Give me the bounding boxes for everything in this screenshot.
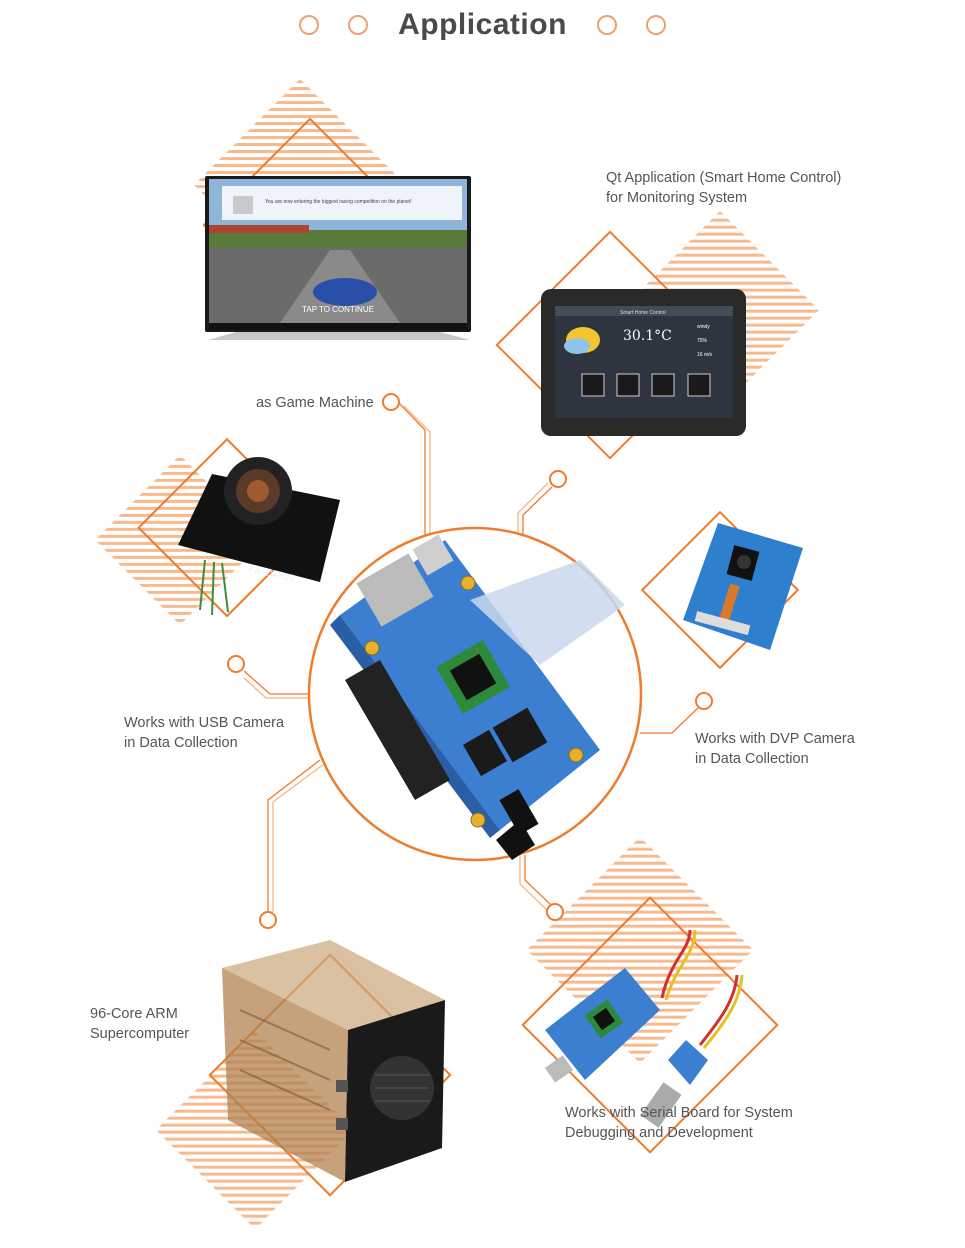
decor-circle-icon [597,15,618,35]
decor-circle-icon [645,15,666,35]
label-game-machine: as Game Machine [256,395,374,411]
connector-game [397,401,426,540]
home-device-icon [651,373,675,397]
page-title: Application [398,8,567,41]
decor-circle-icon [299,15,320,35]
tablet-wind: windy [697,324,710,330]
home-device-icon [687,373,711,397]
label-serial-board: Works with Serial Board for System Debug… [565,1105,793,1141]
dvp-camera-module [683,523,803,650]
tablet-temperature: 30.1°C [623,328,672,344]
tv-quote: You are now entering the biggest racing … [265,199,412,205]
node-dot-icon [549,470,567,488]
arm-supercomputer [222,940,445,1182]
node-dot-icon [259,911,277,929]
central-board [307,526,643,862]
home-device-icon [581,373,605,397]
tv-game-machine: You are now entering the biggest racing … [205,176,471,340]
diamond-frame-serial [521,896,779,1154]
tablet-pressure: 16 m/s [697,352,713,358]
tablet-humidity: 75% [697,338,708,344]
label-supercomputer: 96-Core ARM Supercomputer [90,1006,190,1042]
tablet-smart-home: Smart Home Control 30.1°C windy 75% 16 m… [541,289,746,436]
node-dot-icon [546,903,564,921]
label-qt-application: Qt Application (Smart Home Control) for … [606,170,842,206]
tv-cta: TAP TO CONTINUE [302,305,374,314]
node-dot-icon [695,692,713,710]
tablet-header: Smart Home Control [620,310,666,316]
label-dvp-camera: Works with DVP Camera in Data Collection [695,731,855,767]
connector-usb [243,670,310,695]
label-usb-camera: Works with USB Camera in Data Collection [124,715,285,751]
node-dot-icon [382,393,400,411]
connector-dvp [640,706,700,734]
connector-serial [524,855,554,908]
home-device-icon [616,373,640,397]
connector-super [267,759,321,912]
serial-debug-board [544,929,744,1128]
connector-tablet [522,486,553,535]
decor-circle-icon [347,15,368,35]
section-title: Application [0,8,965,42]
node-dot-icon [227,655,245,673]
